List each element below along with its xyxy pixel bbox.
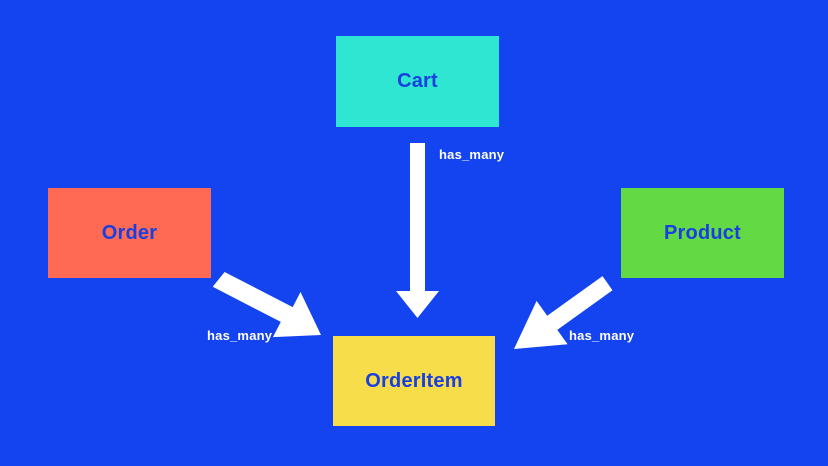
edge-label-product-orderitem: has_many <box>569 328 635 343</box>
entity-orderitem-label: OrderItem <box>365 369 463 392</box>
entity-order: Order <box>48 188 211 278</box>
entity-cart: Cart <box>336 36 499 127</box>
arrow-order-to-orderitem <box>212 272 321 338</box>
arrow-cart-to-orderitem <box>396 143 439 318</box>
edge-label-order-orderitem: has_many <box>207 328 273 343</box>
entity-orderitem: OrderItem <box>333 336 495 426</box>
entity-cart-label: Cart <box>397 70 438 92</box>
arrow-product-to-orderitem <box>514 276 613 349</box>
edge-label-cart-orderitem: has_many <box>439 147 505 162</box>
entity-product-label: Product <box>664 221 741 244</box>
entity-order-label: Order <box>101 221 158 244</box>
entity-product: Product <box>621 188 784 278</box>
